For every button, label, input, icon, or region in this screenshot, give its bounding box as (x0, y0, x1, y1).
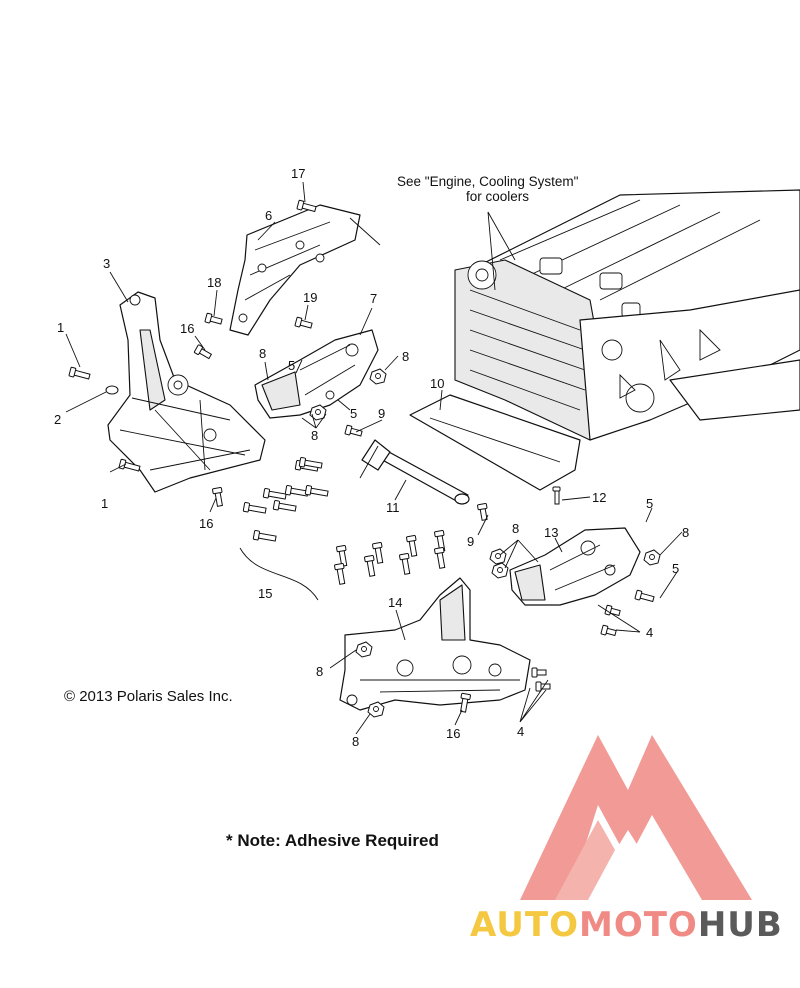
fastener-12 (552, 486, 561, 505)
fastener-9-lower (477, 503, 488, 521)
nut-8-14-left (355, 641, 373, 658)
nut-8-upper-right (369, 368, 387, 385)
part-11-tube (359, 439, 470, 505)
callout-10: 10 (430, 376, 444, 391)
nut-8-13b (491, 562, 509, 579)
callout-8-13-nuts: 8 (512, 521, 519, 536)
watermark-hub: HUB (698, 905, 783, 945)
callout-16-upper: 16 (180, 321, 194, 336)
part-6-bracket (229, 204, 381, 336)
reference-note-line1: See "Engine, Cooling System" (397, 174, 579, 189)
callout-19: 19 (303, 290, 317, 305)
callout-6: 6 (265, 208, 272, 223)
part-3-front-frame (107, 291, 266, 493)
callout-8-14-left: 8 (316, 664, 323, 679)
part-13-bracket (509, 527, 641, 606)
nut-8-13a (489, 548, 507, 565)
callout-11: 11 (386, 500, 400, 515)
leader-lines (65, 181, 683, 735)
fastener-1-upper (68, 366, 91, 380)
callout-5-upper: 5 (288, 358, 295, 373)
callout-5-right-upper: 5 (646, 496, 653, 511)
watermark-auto: AUTO (470, 905, 579, 945)
washer-2 (105, 385, 119, 395)
bolt-group-15 (242, 457, 329, 542)
watermark-moto: MOTO (579, 905, 698, 945)
callout-8-nut-upper: 8 (402, 349, 409, 364)
watermark-logo-icon (520, 735, 752, 900)
nut-8-right (643, 549, 661, 566)
callout-9-upper: 9 (378, 406, 385, 421)
fastener-9-upper (344, 424, 363, 437)
callout-8-nuts-mid: 8 (311, 428, 318, 443)
callout-14: 14 (388, 595, 402, 610)
fastener-16-upper (193, 344, 213, 360)
callout-16-bottom: 16 (446, 726, 460, 741)
callout-8-right: 8 (682, 525, 689, 540)
fastener-19 (294, 316, 313, 329)
callout-1-lower: 1 (101, 496, 108, 511)
fastener-5-right (634, 589, 655, 603)
part-7-bracket (254, 329, 379, 419)
callout-18: 18 (207, 275, 221, 290)
bolt-group-center (334, 530, 446, 585)
reference-note-line2: for coolers (466, 189, 529, 204)
fastener-4-c (531, 667, 547, 678)
callout-15: 15 (258, 586, 272, 601)
fastener-17 (296, 199, 317, 213)
callout-13: 13 (544, 525, 558, 540)
callout-1-upper: 1 (57, 320, 64, 335)
adhesive-note: * Note: Adhesive Required (226, 831, 439, 850)
callout-5-right-lower: 5 (672, 561, 679, 576)
callout-8-bracket: 8 (259, 346, 266, 361)
callout-9-lower: 9 (467, 534, 474, 549)
chassis-tunnel-assembly (409, 189, 800, 491)
callout-5-mid: 5 (350, 406, 357, 421)
nut-8-14-bottom (367, 701, 385, 718)
fastener-4-b (600, 624, 617, 637)
nut-8-mid (309, 404, 327, 421)
callout-7: 7 (370, 291, 377, 306)
fastener-16-bottom (460, 692, 471, 713)
callout-labels: 1 1 2 3 16 16 16 18 6 17 19 7 8 8 8 5 5 … (54, 166, 689, 749)
fastener-18 (204, 312, 223, 325)
callout-4-bottom: 4 (517, 724, 524, 739)
callout-8-14-bottom: 8 (352, 734, 359, 749)
part-14-rear-bracket (339, 577, 531, 711)
callout-4-right: 4 (646, 625, 653, 640)
fastener-16-left (212, 487, 223, 507)
callout-16-left: 16 (199, 516, 213, 531)
callout-17: 17 (291, 166, 305, 181)
watermark-wordmark: AUTOMOTOHUB (470, 905, 783, 945)
callout-12: 12 (592, 490, 606, 505)
fastener-4-d (535, 681, 551, 692)
callout-2: 2 (54, 412, 61, 427)
copyright-text: © 2013 Polaris Sales Inc. (64, 688, 233, 705)
callout-3: 3 (103, 256, 110, 271)
